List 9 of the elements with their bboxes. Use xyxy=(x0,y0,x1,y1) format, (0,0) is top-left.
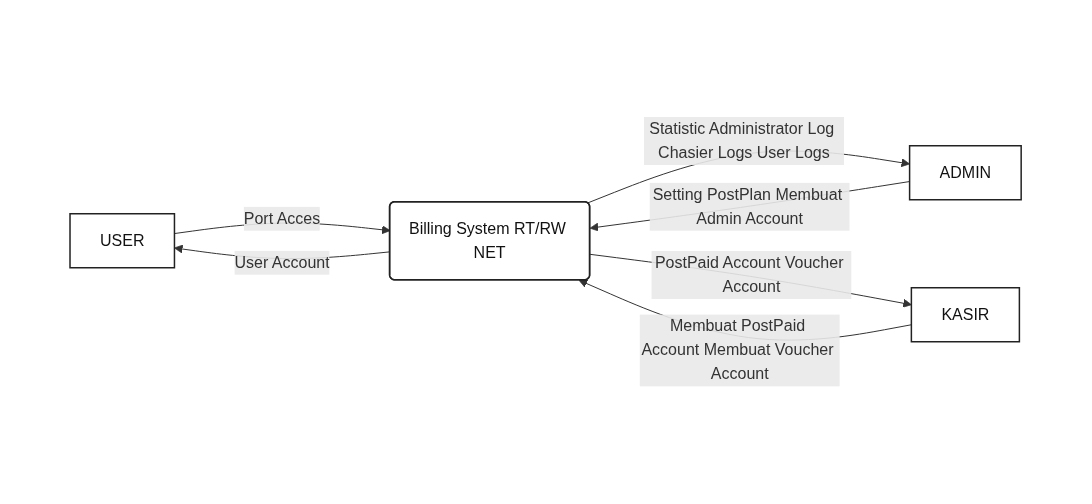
edge-label: Setting PostPlan Membuat Admin Account xyxy=(653,186,843,228)
edge-label: PostPaid Account Voucher Account xyxy=(655,254,844,296)
edge-label: Statistic Administrator Log Chasier Logs User Logs xyxy=(649,120,835,162)
node-box: KASIR xyxy=(911,287,1021,343)
node-box: USER xyxy=(69,213,176,269)
node-box: ADMIN xyxy=(909,145,1023,201)
edge-label: Port Acces xyxy=(244,210,321,228)
edge-label: User Account xyxy=(234,254,331,272)
edge-label: Membuat PostPaid Account Membuat Voucher Account xyxy=(641,317,834,383)
